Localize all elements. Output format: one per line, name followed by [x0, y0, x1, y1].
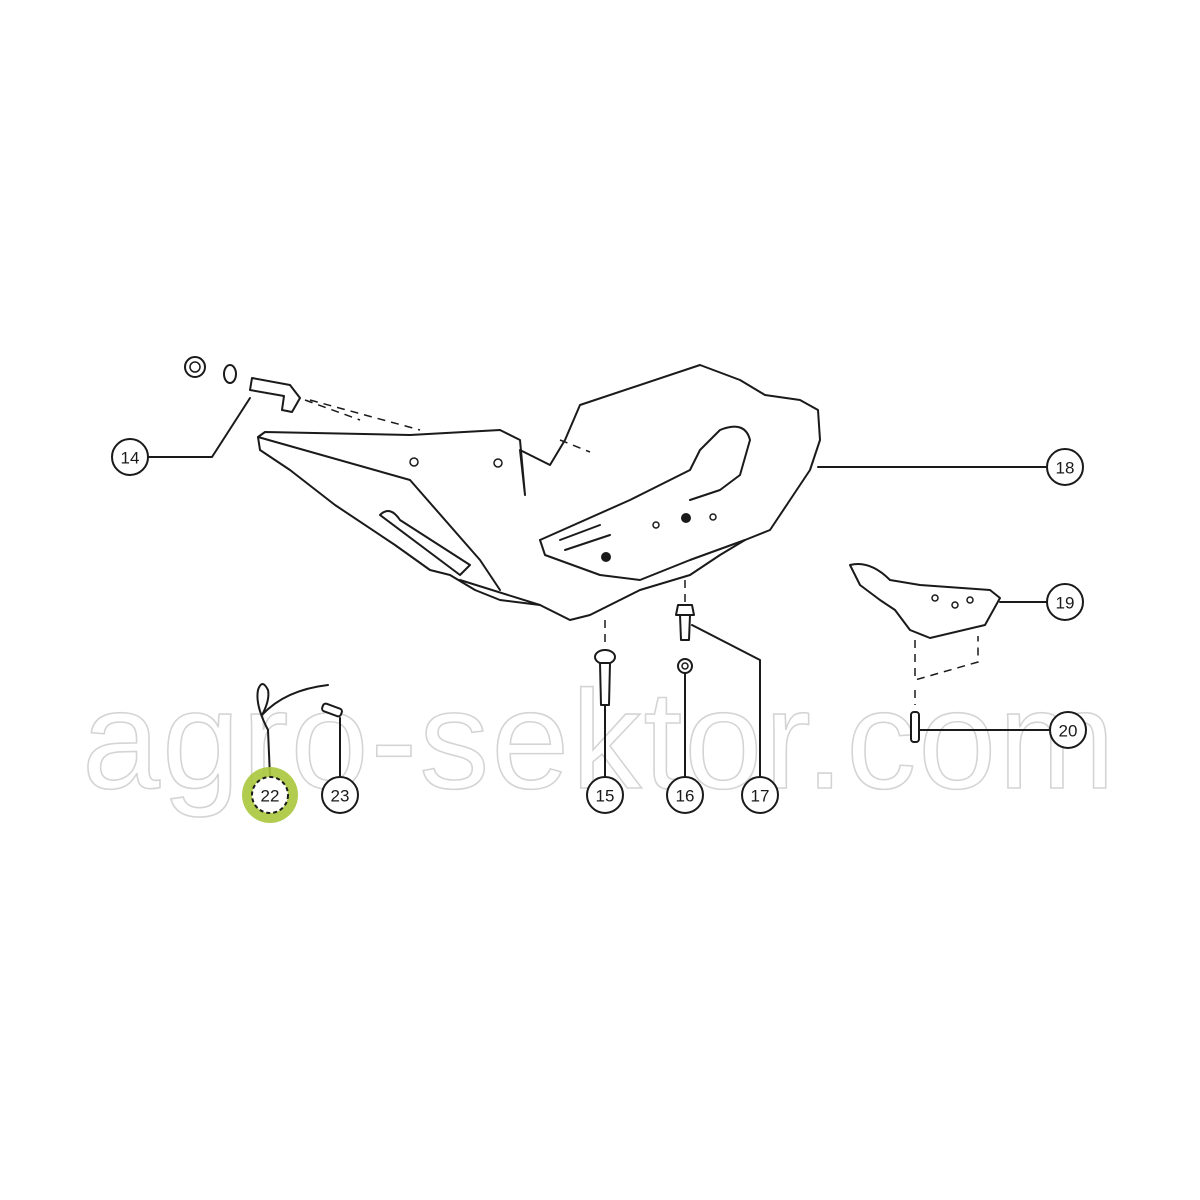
callout-22[interactable]: 22 — [242, 767, 298, 823]
callout-circle — [586, 776, 624, 814]
callout-16[interactable]: 16 — [666, 776, 704, 814]
callout-20[interactable]: 20 — [1049, 711, 1087, 749]
callout-number: 22 — [261, 787, 280, 806]
callout-14[interactable]: 14 — [111, 438, 149, 476]
callout-number: 15 — [596, 787, 615, 806]
callout-labels: 14 15 16 17 18 19 20 22 23 — [111, 438, 1087, 823]
bracket-part-19 — [849, 563, 1001, 705]
callout-15[interactable]: 15 — [586, 776, 624, 814]
callout-number: 14 — [121, 449, 140, 468]
callout-circle — [251, 776, 289, 814]
callout-17[interactable]: 17 — [741, 776, 779, 814]
callout-circle — [666, 776, 704, 814]
washer-part-16 — [677, 658, 693, 674]
callout-18[interactable]: 18 — [1046, 448, 1084, 486]
callout-number: 23 — [331, 787, 350, 806]
bolt-part-17 — [675, 580, 695, 641]
guard-plate-part-18 — [257, 364, 821, 621]
callout-circle — [111, 438, 149, 476]
callout-circle — [321, 776, 359, 814]
spring-clip-part-22 — [256, 683, 329, 731]
callout-number: 20 — [1059, 722, 1078, 741]
leader-lines — [147, 397, 1051, 778]
callout-number: 16 — [676, 787, 695, 806]
callout-number: 17 — [751, 787, 770, 806]
callout-23[interactable]: 23 — [321, 776, 359, 814]
callout-circle — [1046, 583, 1084, 621]
pin-part-20 — [910, 711, 920, 743]
key-part-23 — [321, 702, 343, 718]
callout-circle — [1049, 711, 1087, 749]
callout-circle — [741, 776, 779, 814]
bolt-part-15 — [594, 620, 616, 706]
callout-19[interactable]: 19 — [1046, 583, 1084, 621]
callout-number: 19 — [1056, 594, 1075, 613]
bolt-nut-washer-part-14 — [184, 356, 361, 421]
callout-circle — [1046, 448, 1084, 486]
callout-number: 18 — [1056, 459, 1075, 478]
